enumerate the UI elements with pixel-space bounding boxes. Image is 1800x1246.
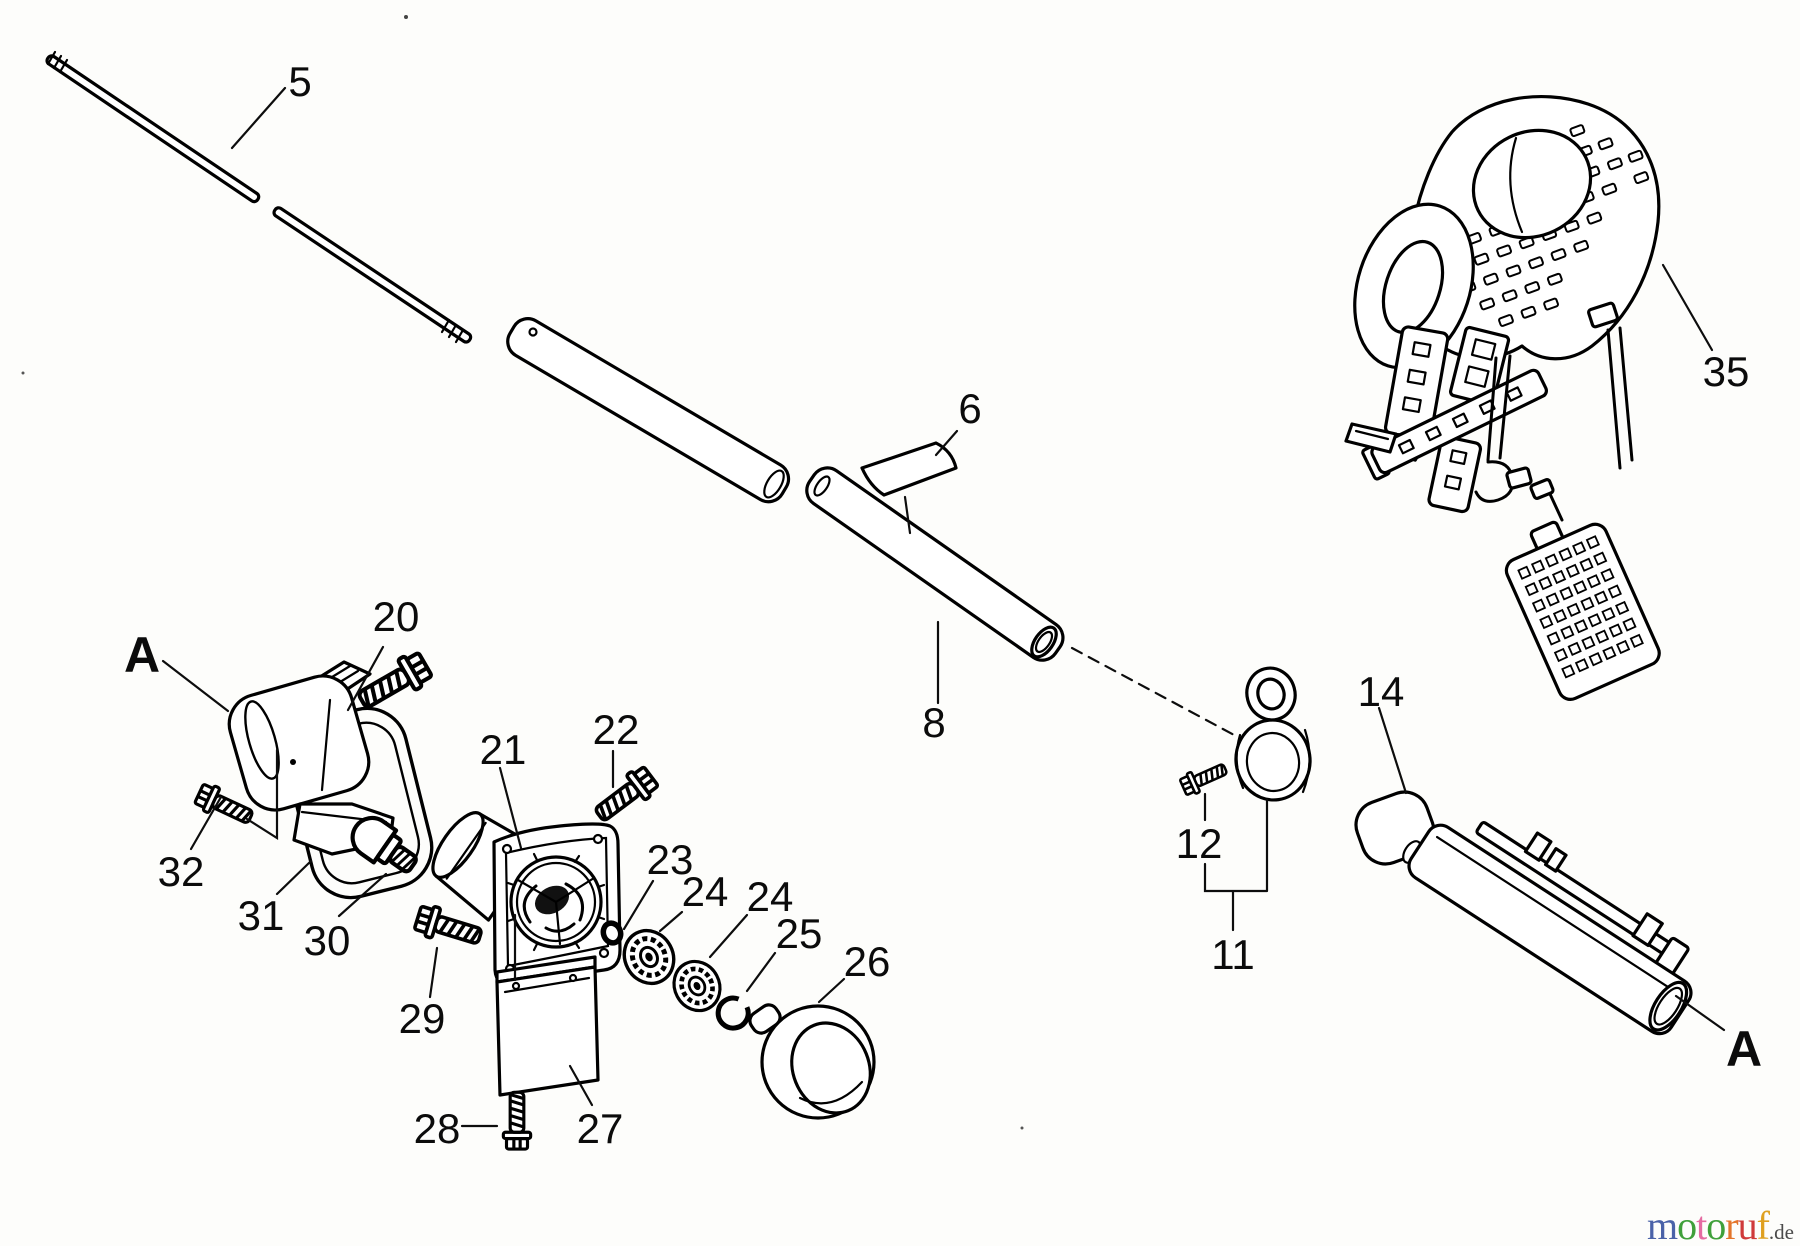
drive-shaft [45, 50, 473, 344]
watermark-letter: m [1647, 1203, 1678, 1246]
harness [1344, 94, 1661, 701]
screw-28 [501, 1090, 533, 1151]
bolt-22 [588, 762, 663, 830]
callout-21: 21 [480, 726, 527, 773]
callout-24-a: 24 [682, 868, 729, 915]
outer-tube-rear [805, 466, 1065, 662]
watermark-letter: t [1696, 1203, 1707, 1246]
grommet-30 [350, 815, 418, 874]
callout-27: 27 [577, 1105, 624, 1152]
harness-long-strap [1361, 368, 1548, 481]
callout-28: 28 [414, 1105, 461, 1152]
harness-hook [1474, 460, 1515, 503]
bolt-29 [411, 900, 487, 954]
callout-14: 14 [1358, 668, 1405, 715]
hanger-clamp [1234, 666, 1312, 802]
callout-22: 22 [593, 706, 640, 753]
callout-26: 26 [844, 938, 891, 985]
ref-letter-a-right: A [1726, 1021, 1762, 1077]
callout-8: 8 [922, 699, 945, 746]
callout-6: 6 [958, 385, 981, 432]
scan-speck [1020, 1126, 1024, 1130]
callout-23: 23 [647, 836, 694, 883]
scan-speck [21, 371, 25, 375]
watermark-letter: r [1725, 1203, 1738, 1246]
watermark-suffix: .de [1768, 1220, 1794, 1244]
ring-23 [600, 920, 624, 946]
harness-flap [1504, 520, 1661, 701]
callout-29: 29 [399, 995, 446, 1042]
shaft-spline-ticks [46, 50, 465, 344]
callout-12: 12 [1176, 820, 1223, 867]
watermark-letter: f [1756, 1203, 1770, 1246]
bolt-20 [353, 649, 434, 716]
watermark-motoruf: motoruf.de [1647, 1206, 1794, 1246]
fan-case [431, 811, 622, 987]
watermark-letter: o [1706, 1203, 1726, 1246]
snap-ring-25 [715, 995, 751, 1031]
callout-labels: 5 6 8 11 12 14 20 21 22 23 24 24 25 26 2… [124, 58, 1762, 1152]
leader-lines [161, 86, 1726, 1128]
cover-plate-27 [495, 955, 600, 1097]
callout-5: 5 [288, 58, 311, 105]
outer-tube-front [506, 317, 791, 504]
harness-shoulder-opening [1471, 128, 1593, 240]
hanger-bolt-12 [1177, 757, 1231, 799]
callout-30: 30 [304, 917, 351, 964]
callout-11: 11 [1211, 931, 1255, 978]
scan-speck [404, 15, 408, 19]
harness-left-loop [1353, 202, 1475, 370]
callout-35: 35 [1703, 348, 1750, 395]
callout-20: 20 [373, 593, 420, 640]
watermark-letter: o [1677, 1203, 1697, 1246]
clutch-drum-26 [748, 1003, 876, 1120]
fan-vent-ticks [506, 852, 606, 952]
harness-straps [1344, 301, 1634, 522]
callout-25: 25 [776, 910, 823, 957]
watermark-letter: u [1737, 1203, 1758, 1246]
ref-letter-a-left: A [124, 627, 160, 683]
callout-24-b: 24 [747, 873, 794, 920]
callout-31: 31 [238, 892, 285, 939]
callout-32: 32 [158, 848, 205, 895]
guard-assembly-14 [1354, 790, 1693, 1036]
